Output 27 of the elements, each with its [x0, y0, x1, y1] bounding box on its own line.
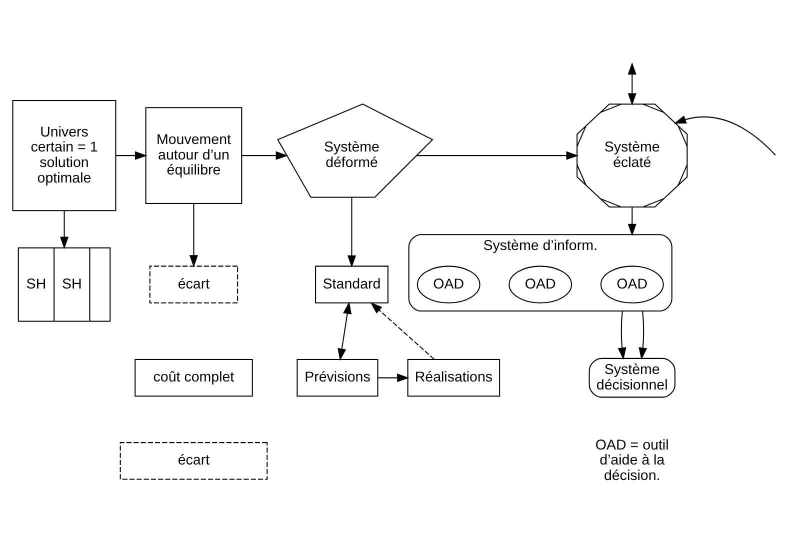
node-box: Univers certain = 1 solution optimale: [12, 100, 116, 211]
node-ellipse: OAD: [416, 265, 480, 303]
arrow: [378, 373, 410, 382]
node-box: Prévisions: [296, 358, 378, 396]
node-box: écart: [149, 265, 238, 303]
arrow: [338, 301, 352, 360]
node-ellipse: OAD: [508, 265, 572, 303]
arrow: [674, 114, 776, 155]
arrow: [618, 310, 626, 360]
node-box: coût complet: [134, 358, 253, 396]
arrow: [638, 310, 648, 360]
arrow: [60, 210, 69, 249]
arrow: [628, 206, 636, 236]
node-box: Système décisionnel: [588, 357, 676, 398]
arrow: [628, 62, 636, 106]
arrow: [347, 196, 356, 268]
arrow: [416, 150, 579, 160]
node-box: Mouvement autour d’un équilibre: [145, 106, 242, 204]
arrow: [189, 203, 198, 267]
node-box: écart: [120, 442, 268, 480]
node-box: Réalisations: [407, 358, 500, 396]
arrow: [116, 150, 148, 160]
label: OAD = outil d’aide à la décision.: [595, 436, 669, 484]
arrow: [370, 302, 434, 360]
arrow: [242, 150, 288, 160]
node-box: Standard: [315, 265, 388, 303]
node-ellipse: OAD: [600, 265, 664, 303]
